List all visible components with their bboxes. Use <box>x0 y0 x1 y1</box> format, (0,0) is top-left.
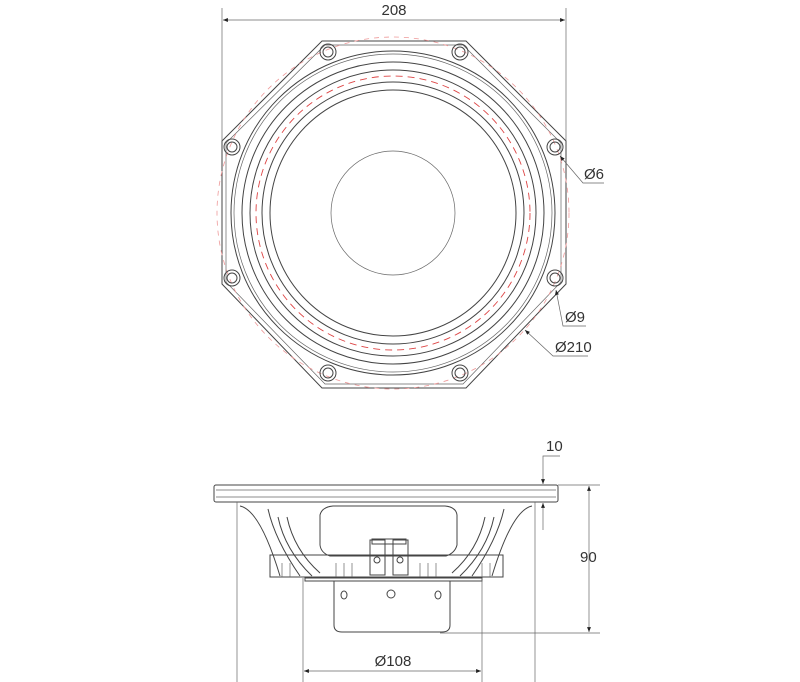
magnet-housing <box>319 505 458 557</box>
bolt-circle-label: Ø210 <box>555 339 592 356</box>
front-view: 208 Ø6 Ø9 Ø210 <box>216 2 604 390</box>
back-plate <box>333 581 451 633</box>
hidden-circle <box>255 75 531 351</box>
flange <box>213 484 559 503</box>
motor-plate <box>269 554 504 578</box>
hole-small-label: Ø6 <box>584 166 604 183</box>
cone-edge <box>269 89 517 337</box>
basket-outer <box>239 505 533 577</box>
terminal-right <box>392 539 409 576</box>
terminal-left <box>369 539 386 576</box>
outer-hidden-circle <box>216 36 570 390</box>
dust-cap <box>330 150 456 276</box>
side-view: Ø108 90 10 <box>213 438 600 682</box>
mounting-holes <box>223 43 564 382</box>
octagon-frame <box>221 40 567 389</box>
depth-label: 90 <box>580 549 597 566</box>
hole-large-label: Ø9 <box>565 309 585 326</box>
flange-thickness-label: 10 <box>546 438 563 455</box>
magnet-diameter-label: Ø108 <box>375 653 412 670</box>
width-dimension-label: 208 <box>381 2 406 19</box>
surround-outer <box>230 50 556 376</box>
